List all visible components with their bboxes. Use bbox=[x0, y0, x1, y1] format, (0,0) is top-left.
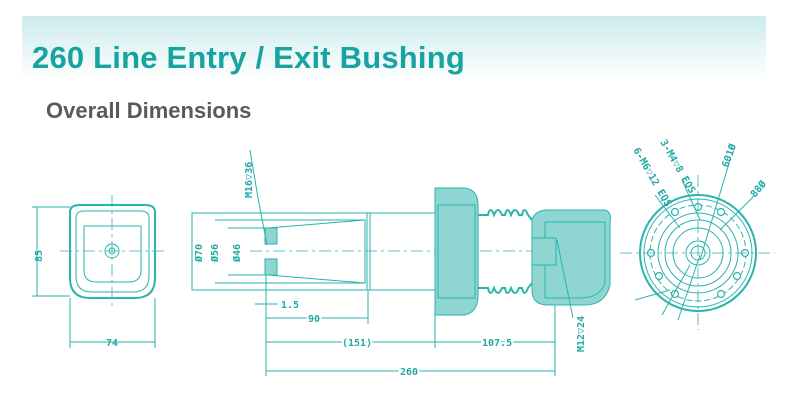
front-view: 85 74 bbox=[32, 195, 165, 349]
dia-70-label: Ø70 bbox=[193, 244, 205, 263]
header-band bbox=[22, 16, 766, 80]
dim-260: 260 bbox=[400, 367, 418, 378]
side-view: M16▽36 Ø70 Ø56 Ø46 M12▽24 1.5 90 (151) 1… bbox=[191, 149, 611, 380]
dia-109-label: 601Ø bbox=[720, 142, 740, 169]
thread-label: M16▽36 bbox=[244, 162, 255, 198]
dim-107-5: 107.5 bbox=[482, 338, 512, 349]
dim-151: (151) bbox=[342, 338, 372, 349]
dim-1-5: 1.5 bbox=[281, 300, 299, 311]
page-title: 260 Line Entry / Exit Bushing bbox=[32, 40, 466, 75]
end-view: 6-M6▽12 EQS 3-M4▽8 EQS 601Ø 88Ø bbox=[620, 138, 775, 330]
dia-46-label: Ø46 bbox=[231, 244, 243, 263]
front-height-label: 85 bbox=[34, 250, 45, 262]
dim-90: 90 bbox=[308, 314, 320, 325]
dia-88-label: 88Ø bbox=[748, 178, 769, 200]
front-width-label: 74 bbox=[106, 338, 118, 349]
section-subtitle: Overall Dimensions bbox=[46, 98, 252, 123]
dia-56-label: Ø56 bbox=[209, 244, 221, 263]
cap-thread-label: M12▽24 bbox=[576, 316, 587, 352]
